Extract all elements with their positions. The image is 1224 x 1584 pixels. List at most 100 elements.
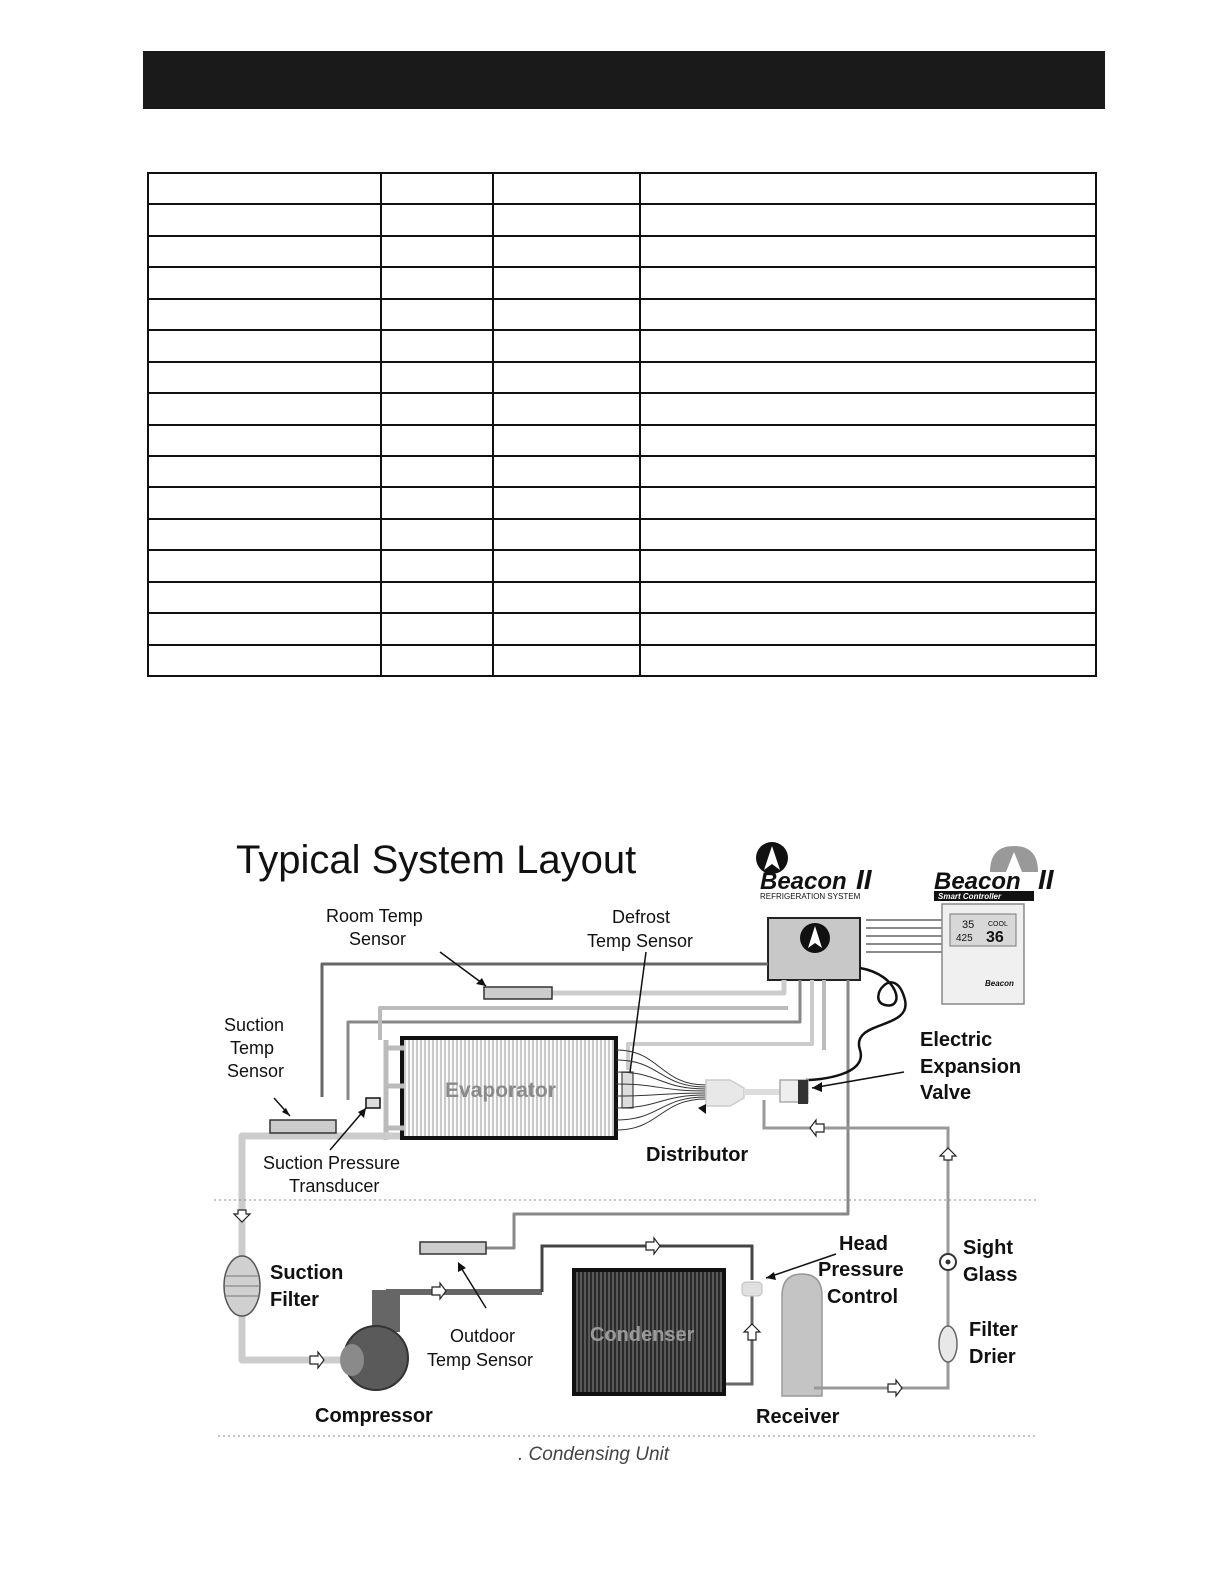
distributor	[705, 1079, 745, 1107]
sight-glass-label: Sight	[963, 1237, 1013, 1259]
table-cell	[492, 234, 641, 269]
suction-filter-label: Suction	[270, 1262, 343, 1284]
table-row	[147, 234, 1097, 269]
table-cell	[380, 392, 494, 426]
receiver-label: Receiver	[756, 1406, 840, 1428]
flow-arrow-icon	[232, 1209, 252, 1223]
table-cell	[147, 329, 382, 363]
svg-text:Transducer: Transducer	[289, 1176, 379, 1196]
controller-display	[949, 913, 1017, 947]
svg-text:Expansion: Expansion	[920, 1056, 1021, 1078]
svg-text:Beacon: Beacon	[985, 979, 1014, 988]
system-layout-diagram: Typical System Layout Beacon II REFRIGER…	[0, 800, 1224, 1500]
svg-text:REFRIGERATION SYSTEM: REFRIGERATION SYSTEM	[760, 892, 861, 901]
table-cell	[147, 643, 382, 678]
table-cell	[380, 329, 494, 363]
svg-text:Temp Sensor: Temp Sensor	[427, 1350, 533, 1370]
defrost-temp-sensor	[621, 1071, 634, 1109]
table-cell	[492, 392, 641, 426]
table-cell	[380, 486, 494, 520]
room-temp-sensor-label: Room Temp	[326, 906, 423, 926]
outdoor-temp-sensor	[419, 1241, 487, 1255]
diagram-title: Typical System Layout	[236, 838, 636, 882]
table-row	[147, 171, 1097, 206]
svg-text:Pressure: Pressure	[818, 1259, 904, 1281]
table-cell	[147, 297, 382, 332]
head-pressure-control	[741, 1281, 763, 1297]
filter-drier	[938, 1325, 958, 1363]
table-row	[147, 392, 1097, 426]
table-cell	[147, 612, 382, 646]
outdoor-temp-sensor-label: Outdoor	[450, 1326, 515, 1346]
table-row	[147, 612, 1097, 646]
table-cell	[380, 612, 494, 646]
table-cell	[147, 360, 382, 395]
table-cell	[492, 203, 641, 237]
table-cell	[639, 612, 1097, 646]
table-cell	[380, 580, 494, 615]
table-cell	[639, 580, 1097, 615]
table-cell	[380, 423, 494, 457]
table-row	[147, 266, 1097, 300]
spec-table	[147, 171, 1097, 678]
svg-text:COOL: COOL	[988, 921, 1008, 928]
table-cell	[380, 171, 494, 206]
table-cell	[147, 454, 382, 489]
table-cell	[380, 360, 494, 395]
condensing-unit-caption: . Condensing Unit	[518, 1444, 670, 1465]
table-cell	[147, 486, 382, 520]
table-cell	[147, 549, 382, 583]
svg-text:Sensor: Sensor	[349, 929, 406, 949]
table-cell	[380, 234, 494, 269]
svg-text:Sensor: Sensor	[227, 1061, 284, 1081]
table-row	[147, 423, 1097, 457]
table-row	[147, 486, 1097, 520]
table-row	[147, 454, 1097, 489]
flow-arrow-icon	[431, 1281, 447, 1301]
table-cell	[639, 203, 1097, 237]
condenser-label: Condenser	[590, 1324, 695, 1346]
table-cell	[380, 549, 494, 583]
table-cell	[492, 171, 641, 206]
header-bar	[143, 51, 1105, 109]
table-cell	[147, 203, 382, 237]
table-cell	[147, 171, 382, 206]
table-cell	[380, 266, 494, 300]
table-cell	[147, 517, 382, 552]
receiver-tank	[781, 1273, 823, 1397]
table-cell	[639, 392, 1097, 426]
beacon-refrigeration-logo: Beacon II REFRIGERATION SYSTEM	[756, 842, 873, 901]
svg-text:Smart Controller: Smart Controller	[938, 892, 1002, 901]
table-row	[147, 297, 1097, 332]
table-cell	[639, 454, 1097, 489]
flow-arrow-icon	[887, 1378, 903, 1398]
room-temp-sensor	[483, 986, 553, 1000]
table-cell	[639, 517, 1097, 552]
svg-text:Temp: Temp	[230, 1038, 274, 1058]
suction-pressure-transducer-label: Suction Pressure	[263, 1153, 400, 1173]
table-cell	[147, 423, 382, 457]
table-row	[147, 517, 1097, 552]
svg-text:Filter: Filter	[270, 1289, 319, 1311]
table-cell	[492, 423, 641, 457]
svg-text:Drier: Drier	[969, 1346, 1016, 1368]
table-cell	[639, 643, 1097, 678]
flow-arrow-icon	[742, 1323, 762, 1341]
table-cell	[147, 580, 382, 615]
svg-text:36: 36	[986, 929, 1004, 946]
svg-text:35: 35	[962, 919, 974, 931]
electric-expansion-valve-label: Electric	[920, 1029, 992, 1051]
distributor-label: Distributor	[646, 1144, 748, 1166]
flow-arrow-icon	[309, 1350, 325, 1370]
table-cell	[639, 266, 1097, 300]
table-row	[147, 549, 1097, 583]
table-cell	[639, 171, 1097, 206]
table-cell	[492, 643, 641, 678]
flow-arrow-icon	[938, 1147, 958, 1161]
table-cell	[492, 266, 641, 300]
table-cell	[492, 549, 641, 583]
suction-filter	[223, 1255, 261, 1317]
head-pressure-control-label: Head	[839, 1233, 888, 1255]
table-cell	[492, 329, 641, 363]
evaporator-coil	[400, 1036, 618, 1140]
